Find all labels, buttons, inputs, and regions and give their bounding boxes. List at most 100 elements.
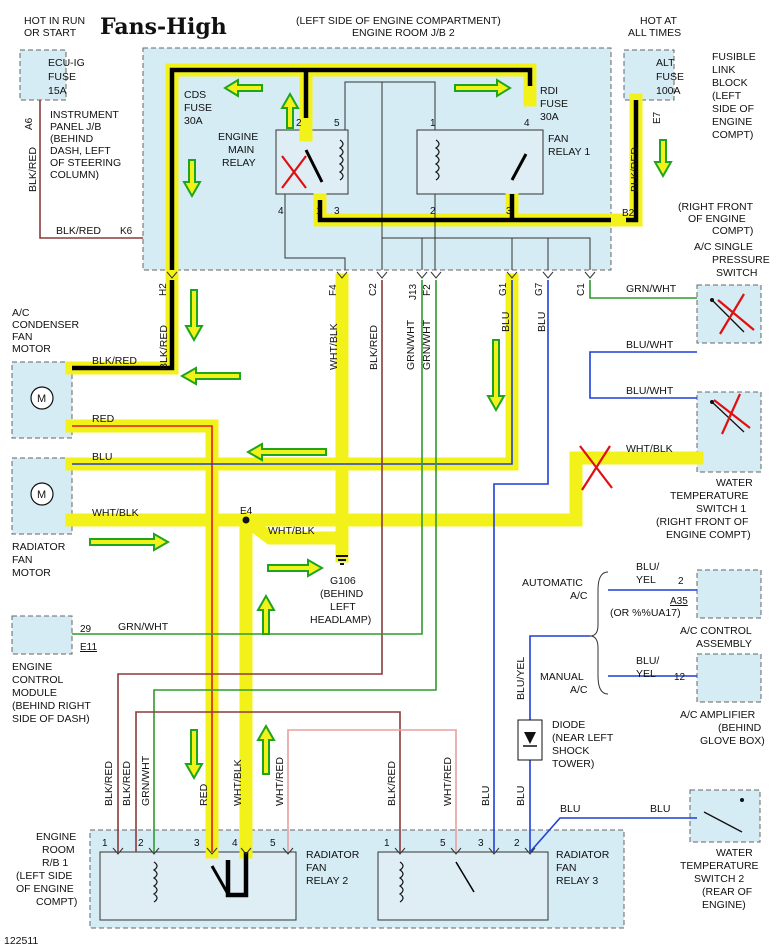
g106-3: LEFT — [330, 601, 356, 613]
rad-motor-3: MOTOR — [12, 567, 51, 579]
ecu-fuse-3: 15A — [48, 85, 67, 97]
wts2-5: ENGINE) — [702, 899, 746, 911]
pin-b2: B2 — [622, 208, 635, 219]
wire-label-red: RED — [92, 413, 115, 425]
pin-2-ac: 2 — [678, 576, 684, 587]
diode-2: (NEAR LEFT — [552, 732, 614, 744]
figure-id: 122511 — [4, 935, 38, 946]
vlabel-grn-wht-rb: GRN/WHT — [140, 755, 152, 806]
pin-k6: K6 — [120, 226, 133, 237]
wts2-2: TEMPERATURE — [680, 860, 759, 872]
water-temp-switch1-box — [696, 391, 762, 473]
ground-g106-symbol — [336, 555, 348, 565]
pin-main-relay-3: 3 — [334, 206, 340, 217]
wts1-4: (RIGHT FRONT OF — [656, 516, 748, 528]
ac-pressure-2: PRESSURE — [712, 254, 770, 266]
main-relay-2: MAIN — [228, 144, 254, 156]
ip-jb-3: (BEHIND — [50, 133, 94, 145]
fusible-link-5: SIDE OF — [712, 103, 754, 115]
wire-label-blu-yel-a-1: BLU/ — [636, 561, 659, 573]
active-black-wires — [72, 67, 639, 898]
vlabel-wht-red-2: WHT/RED — [442, 757, 454, 806]
vlabel-wht-blk-f4: WHT/BLK — [328, 323, 340, 370]
wire-label-blu-wht-2: BLU/WHT — [626, 385, 674, 397]
ac-pressure-3: SWITCH — [716, 267, 757, 279]
rb1-6: COMPT) — [36, 896, 77, 908]
ecu-fuse-1: ECU-IG — [48, 57, 85, 69]
pin-e11: E11 — [80, 642, 97, 653]
pin-e4: E4 — [240, 506, 253, 517]
vlabel-blu-yel: BLU/YEL — [515, 657, 527, 700]
ac-pressure-switch-box — [696, 284, 762, 344]
hot-all-times-2: ALL TIMES — [628, 27, 681, 39]
wire-label-blu-yel-m-1: BLU/ — [636, 655, 659, 667]
splice-e4-dot — [242, 516, 250, 524]
alt-fuse-box — [623, 49, 675, 101]
wire-label-blu-wts2-a: BLU — [560, 803, 580, 815]
vlabel-blk-red-c2: BLK/RED — [368, 325, 380, 370]
rad-motor-1: RADIATOR — [12, 541, 66, 553]
fan-relay1-contact — [510, 153, 528, 181]
ac-amplifier-box — [696, 653, 762, 703]
or-ua17: (OR %%UA17) — [610, 607, 681, 619]
ac-cond-1: A/C — [12, 307, 30, 319]
vlabel-blu-relay3: BLU — [515, 786, 527, 806]
open-contact-cross-marks — [281, 155, 755, 491]
fusible-link-7: COMPT) — [712, 129, 753, 141]
pin-fan-relay1-3: 3 — [506, 206, 512, 217]
rad-relay2-contact — [210, 865, 230, 895]
rad-relay3-coil — [398, 861, 404, 903]
diode-symbol — [517, 719, 543, 761]
ac-condenser-motor-icon: M — [30, 386, 54, 410]
ac-cond-3: FAN — [12, 331, 32, 343]
rdi-fuse-3: 30A — [540, 111, 559, 123]
radiator-fan-motor-icon: M — [30, 482, 54, 506]
pin-rb-5: 5 — [270, 838, 276, 849]
rb1-1: ENGINE — [36, 831, 76, 843]
wire-label-blu-motor: BLU — [92, 451, 112, 463]
wire-label-grn-wht-ecm: GRN/WHT — [118, 621, 169, 633]
engine-main-relay-contact — [304, 149, 324, 183]
vlabel-blk-red-a6: BLK/RED — [27, 147, 39, 192]
alt-fuse-2: FUSE — [656, 71, 684, 83]
fan-relay1-box — [416, 129, 544, 195]
rb1-2: ROOM — [42, 844, 75, 856]
pin-a35: A35 — [670, 596, 688, 607]
ac-cond-4: MOTOR — [12, 343, 51, 355]
ecu-ig-fuse-box — [19, 49, 67, 101]
pin-fan-relay1-2: 2 — [430, 206, 436, 217]
ac-control-1: A/C CONTROL — [680, 625, 752, 637]
wire-label-blu-wts2-b: BLU — [650, 803, 670, 815]
fusible-link-2: LINK — [712, 64, 735, 76]
vlabel-blk-red-h2: BLK/RED — [158, 325, 170, 370]
diode-4: TOWER) — [552, 758, 594, 770]
rad-relay3-contact — [455, 861, 475, 893]
rdi-fuse-1: RDI — [540, 85, 558, 97]
g106-2: (BEHIND — [320, 588, 364, 600]
pin-h2: H2 — [158, 283, 169, 296]
rb1-4: (LEFT SIDE — [16, 870, 72, 882]
rad-relay3-1: RADIATOR — [556, 849, 610, 861]
right-front-1: (RIGHT FRONT — [678, 201, 754, 213]
fan-relay1-coil — [434, 139, 440, 181]
ac-amp-1: A/C AMPLIFIER — [680, 709, 756, 721]
pin-12-ac: 12 — [674, 672, 686, 683]
ac-option-bracket — [589, 571, 609, 695]
rad-relay2-coil — [152, 861, 158, 903]
pin-rb3-1: 1 — [384, 838, 390, 849]
pin-g7: G7 — [534, 282, 545, 296]
pin-g1: G1 — [498, 282, 509, 296]
rb1-3: R/B 1 — [42, 857, 68, 869]
fusible-link-1: FUSIBLE — [712, 51, 756, 63]
fusible-link-3: BLOCK — [712, 77, 748, 89]
alt-fuse-1: ALT — [656, 57, 675, 69]
main-relay-3: RELAY — [222, 157, 256, 169]
rdi-fuse-2: FUSE — [540, 98, 568, 110]
cds-fuse-3: 30A — [184, 115, 203, 127]
ac-cond-2: CONDENSER — [12, 319, 80, 331]
vlabel-blk-red-3: BLK/RED — [386, 761, 398, 806]
manual-ac-2: A/C — [570, 684, 588, 696]
wts1-5: ENGINE COMPT) — [666, 529, 751, 541]
fan-relay1-2: RELAY 1 — [548, 146, 590, 158]
